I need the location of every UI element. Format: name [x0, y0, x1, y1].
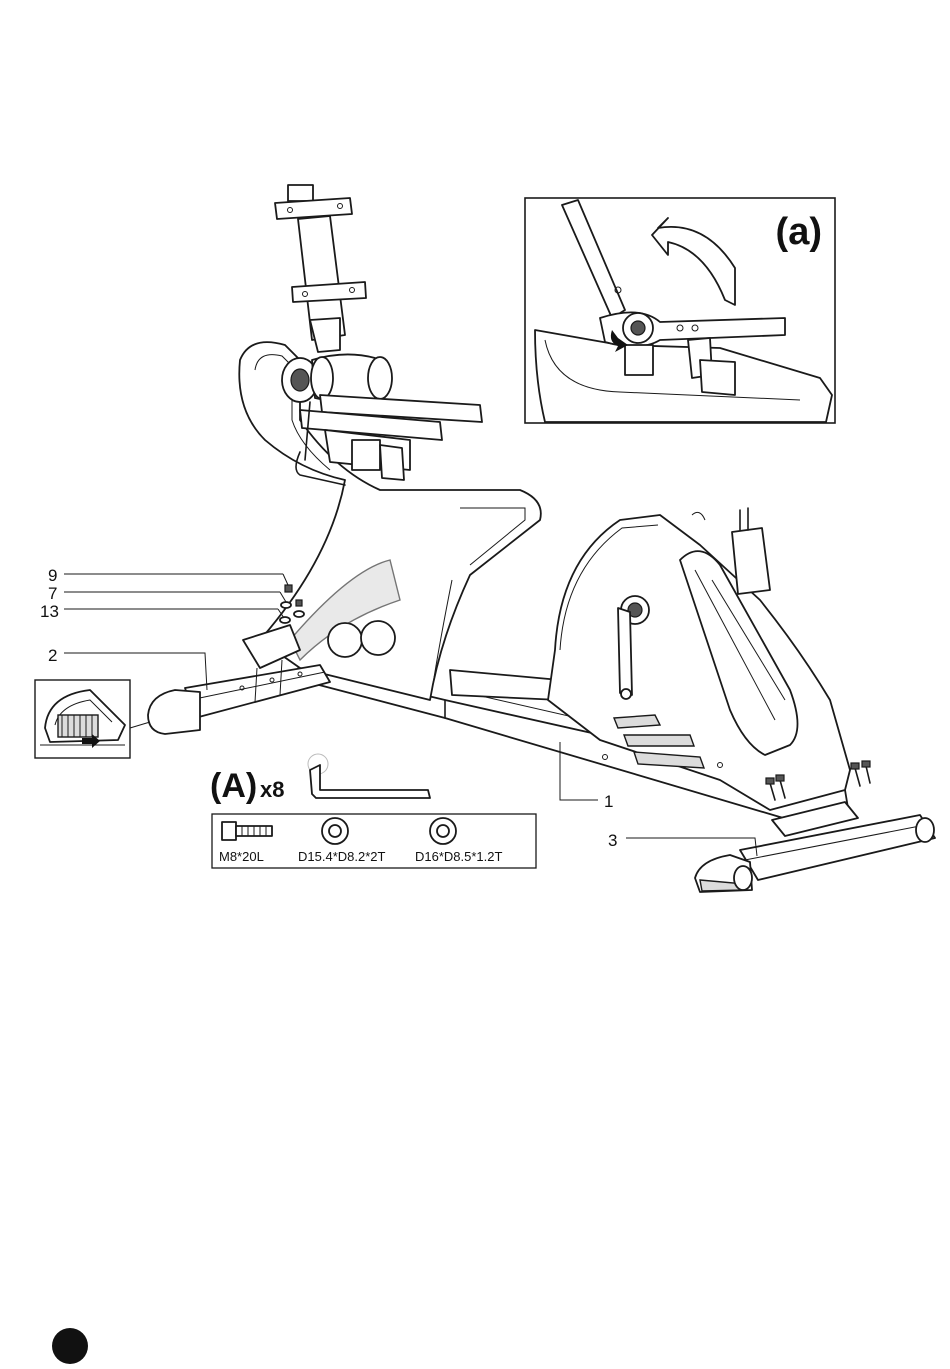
hardware-item-1: M8*20L: [219, 849, 264, 864]
allen-key-icon: [308, 754, 430, 798]
callout-2: 2: [48, 646, 57, 665]
callout-7: 7: [48, 584, 57, 603]
washer-icon: [281, 602, 291, 608]
hardware-item-3: D16*D8.5*1.2T: [415, 849, 502, 864]
hardware-pack-code: (A): [210, 767, 257, 805]
callout-9: 9: [48, 566, 57, 585]
hardware-pack: (A) x8 M8*20L D15.4*D8.2*2T D16*D8.5*1.2…: [210, 754, 536, 868]
front-stabilizer: [695, 802, 935, 892]
detail-a-label: (a): [776, 211, 822, 253]
callout-13: 13: [40, 602, 59, 621]
detail-a-inset: (a): [525, 198, 835, 423]
callout-3: 3: [608, 831, 617, 850]
washer-large-icon: [322, 818, 348, 844]
hardware-item-2: D15.4*D8.2*2T: [298, 849, 385, 864]
bolt-icon: [285, 585, 292, 592]
end-cap-inset: [35, 680, 150, 758]
callout-1: 1: [604, 792, 613, 811]
front-cover: [548, 508, 870, 810]
hardware-pack-quantity: x8: [260, 777, 284, 802]
seat-post-assembly: [275, 185, 482, 485]
page-marker-icon: [52, 1328, 88, 1364]
washer-thin-icon: [430, 818, 456, 844]
